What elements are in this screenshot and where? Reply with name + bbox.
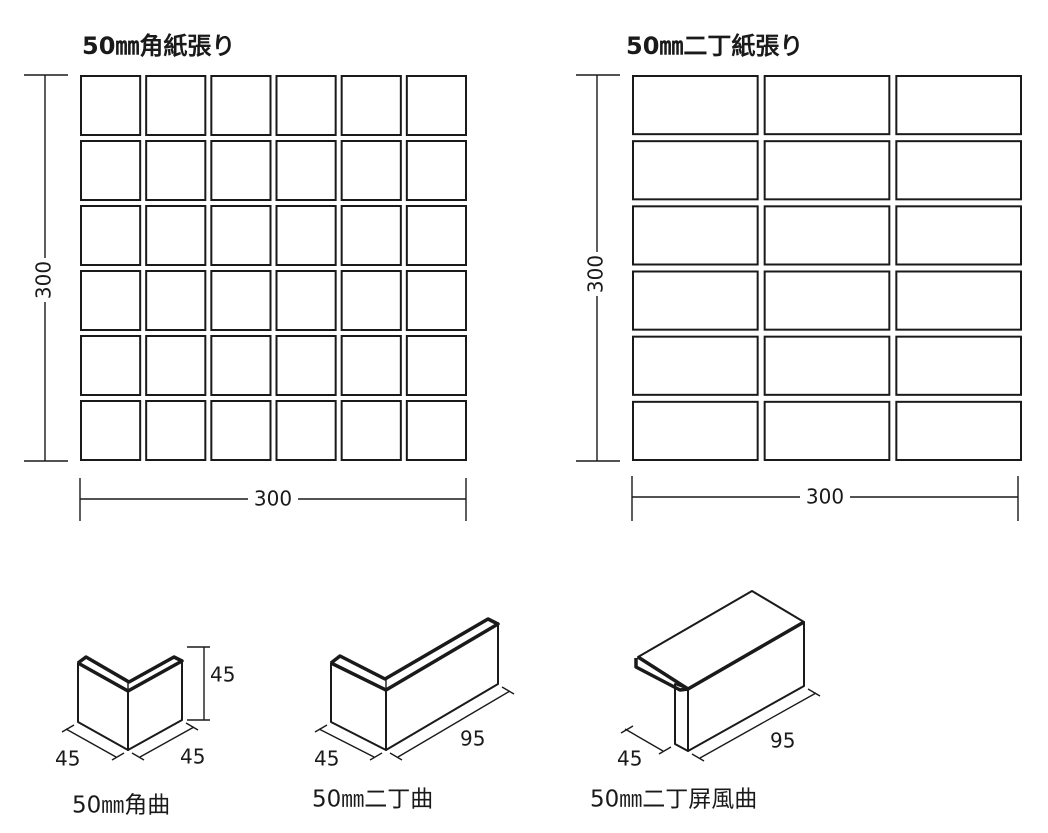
- double-tile: [632, 140, 759, 201]
- square-tile: [340, 75, 402, 136]
- square-tile: [210, 140, 272, 201]
- piece-folding-caption: 50㎜二丁屏風曲: [590, 787, 757, 813]
- square-tile: [210, 75, 272, 136]
- square-tile: [80, 335, 142, 396]
- square-tile: [275, 270, 337, 331]
- sheet-double-height-dimension: 300: [576, 74, 620, 462]
- square-tile: [145, 205, 207, 266]
- sheet-square-title: 50㎜角紙張り: [82, 32, 235, 60]
- piece-folding-left-label: 45: [617, 747, 642, 771]
- piece-double-corner: 45 95 50㎜二丁曲: [312, 617, 515, 813]
- square-tile: [80, 140, 142, 201]
- square-tile: [275, 335, 337, 396]
- sheet-square-width-label: 300: [254, 487, 292, 511]
- square-tile: [275, 400, 337, 461]
- piece-square-corner: 45 45 45 50㎜角曲: [55, 646, 235, 819]
- square-tile: [275, 140, 337, 201]
- sheet-double-height-label: 300: [584, 255, 608, 293]
- square-tile: [145, 270, 207, 331]
- square-tile: [405, 140, 468, 201]
- square-tile: [275, 75, 337, 136]
- square-tile: [340, 205, 402, 266]
- square-tile-grid: [80, 75, 468, 461]
- piece-square-caption: 50㎜角曲: [72, 793, 170, 819]
- double-tile: [763, 335, 891, 396]
- square-tile: [405, 205, 468, 266]
- square-tile: [210, 205, 272, 266]
- square-tile: [145, 335, 207, 396]
- square-tile: [340, 140, 402, 201]
- square-tile: [80, 400, 142, 461]
- double-tile: [632, 400, 759, 462]
- sheet-square-height-label: 300: [32, 261, 56, 299]
- square-tile: [405, 270, 468, 331]
- double-tile: [763, 270, 891, 331]
- double-tile: [632, 205, 759, 266]
- piece-double-folding-corner: 45 95 50㎜二丁屏風曲: [590, 590, 821, 813]
- sheet-double-title: 50㎜二丁紙張り: [626, 32, 803, 60]
- double-tile-grid: [632, 75, 1022, 462]
- piece-double-caption: 50㎜二丁曲: [312, 787, 433, 813]
- square-tile: [80, 75, 142, 136]
- piece-square-height-label: 45: [210, 663, 235, 687]
- square-tile: [145, 75, 207, 136]
- piece-double-left-label: 45: [314, 747, 339, 771]
- double-tile: [895, 400, 1022, 462]
- square-tile: [405, 400, 468, 461]
- square-tile: [210, 400, 272, 461]
- piece-square-right-label: 45: [180, 745, 205, 769]
- double-tile: [632, 270, 759, 331]
- piece-double-right-label: 95: [460, 727, 485, 751]
- square-tile: [275, 205, 337, 266]
- square-tile: [145, 400, 207, 461]
- double-tile: [895, 140, 1022, 201]
- square-tile: [210, 270, 272, 331]
- double-tile: [763, 205, 891, 266]
- sheet-square-height-dimension: 300: [24, 74, 68, 462]
- sheet-square: 50㎜角紙張り 300 300: [24, 32, 468, 521]
- square-tile: [340, 400, 402, 461]
- square-tile: [405, 335, 468, 396]
- double-tile: [895, 270, 1022, 331]
- square-tile: [80, 205, 142, 266]
- sheet-square-width-dimension: 300: [79, 478, 467, 521]
- piece-square-left-label: 45: [55, 747, 80, 771]
- square-tile: [80, 270, 142, 331]
- square-tile: [210, 335, 272, 396]
- double-tile: [763, 75, 891, 136]
- double-tile: [763, 140, 891, 201]
- square-tile: [340, 335, 402, 396]
- double-tile: [632, 335, 759, 396]
- double-tile: [895, 335, 1022, 396]
- double-tile: [895, 205, 1022, 266]
- sheet-double-width-label: 300: [806, 485, 844, 509]
- sheet-double-width-dimension: 300: [631, 476, 1019, 521]
- sheet-double: 50㎜二丁紙張り 300 300: [576, 32, 1022, 521]
- double-tile: [763, 400, 891, 462]
- double-tile: [895, 75, 1022, 136]
- square-tile: [340, 270, 402, 331]
- piece-folding-right-label: 95: [770, 729, 795, 753]
- square-tile: [145, 140, 207, 201]
- double-tile: [632, 75, 759, 136]
- square-tile: [405, 75, 468, 136]
